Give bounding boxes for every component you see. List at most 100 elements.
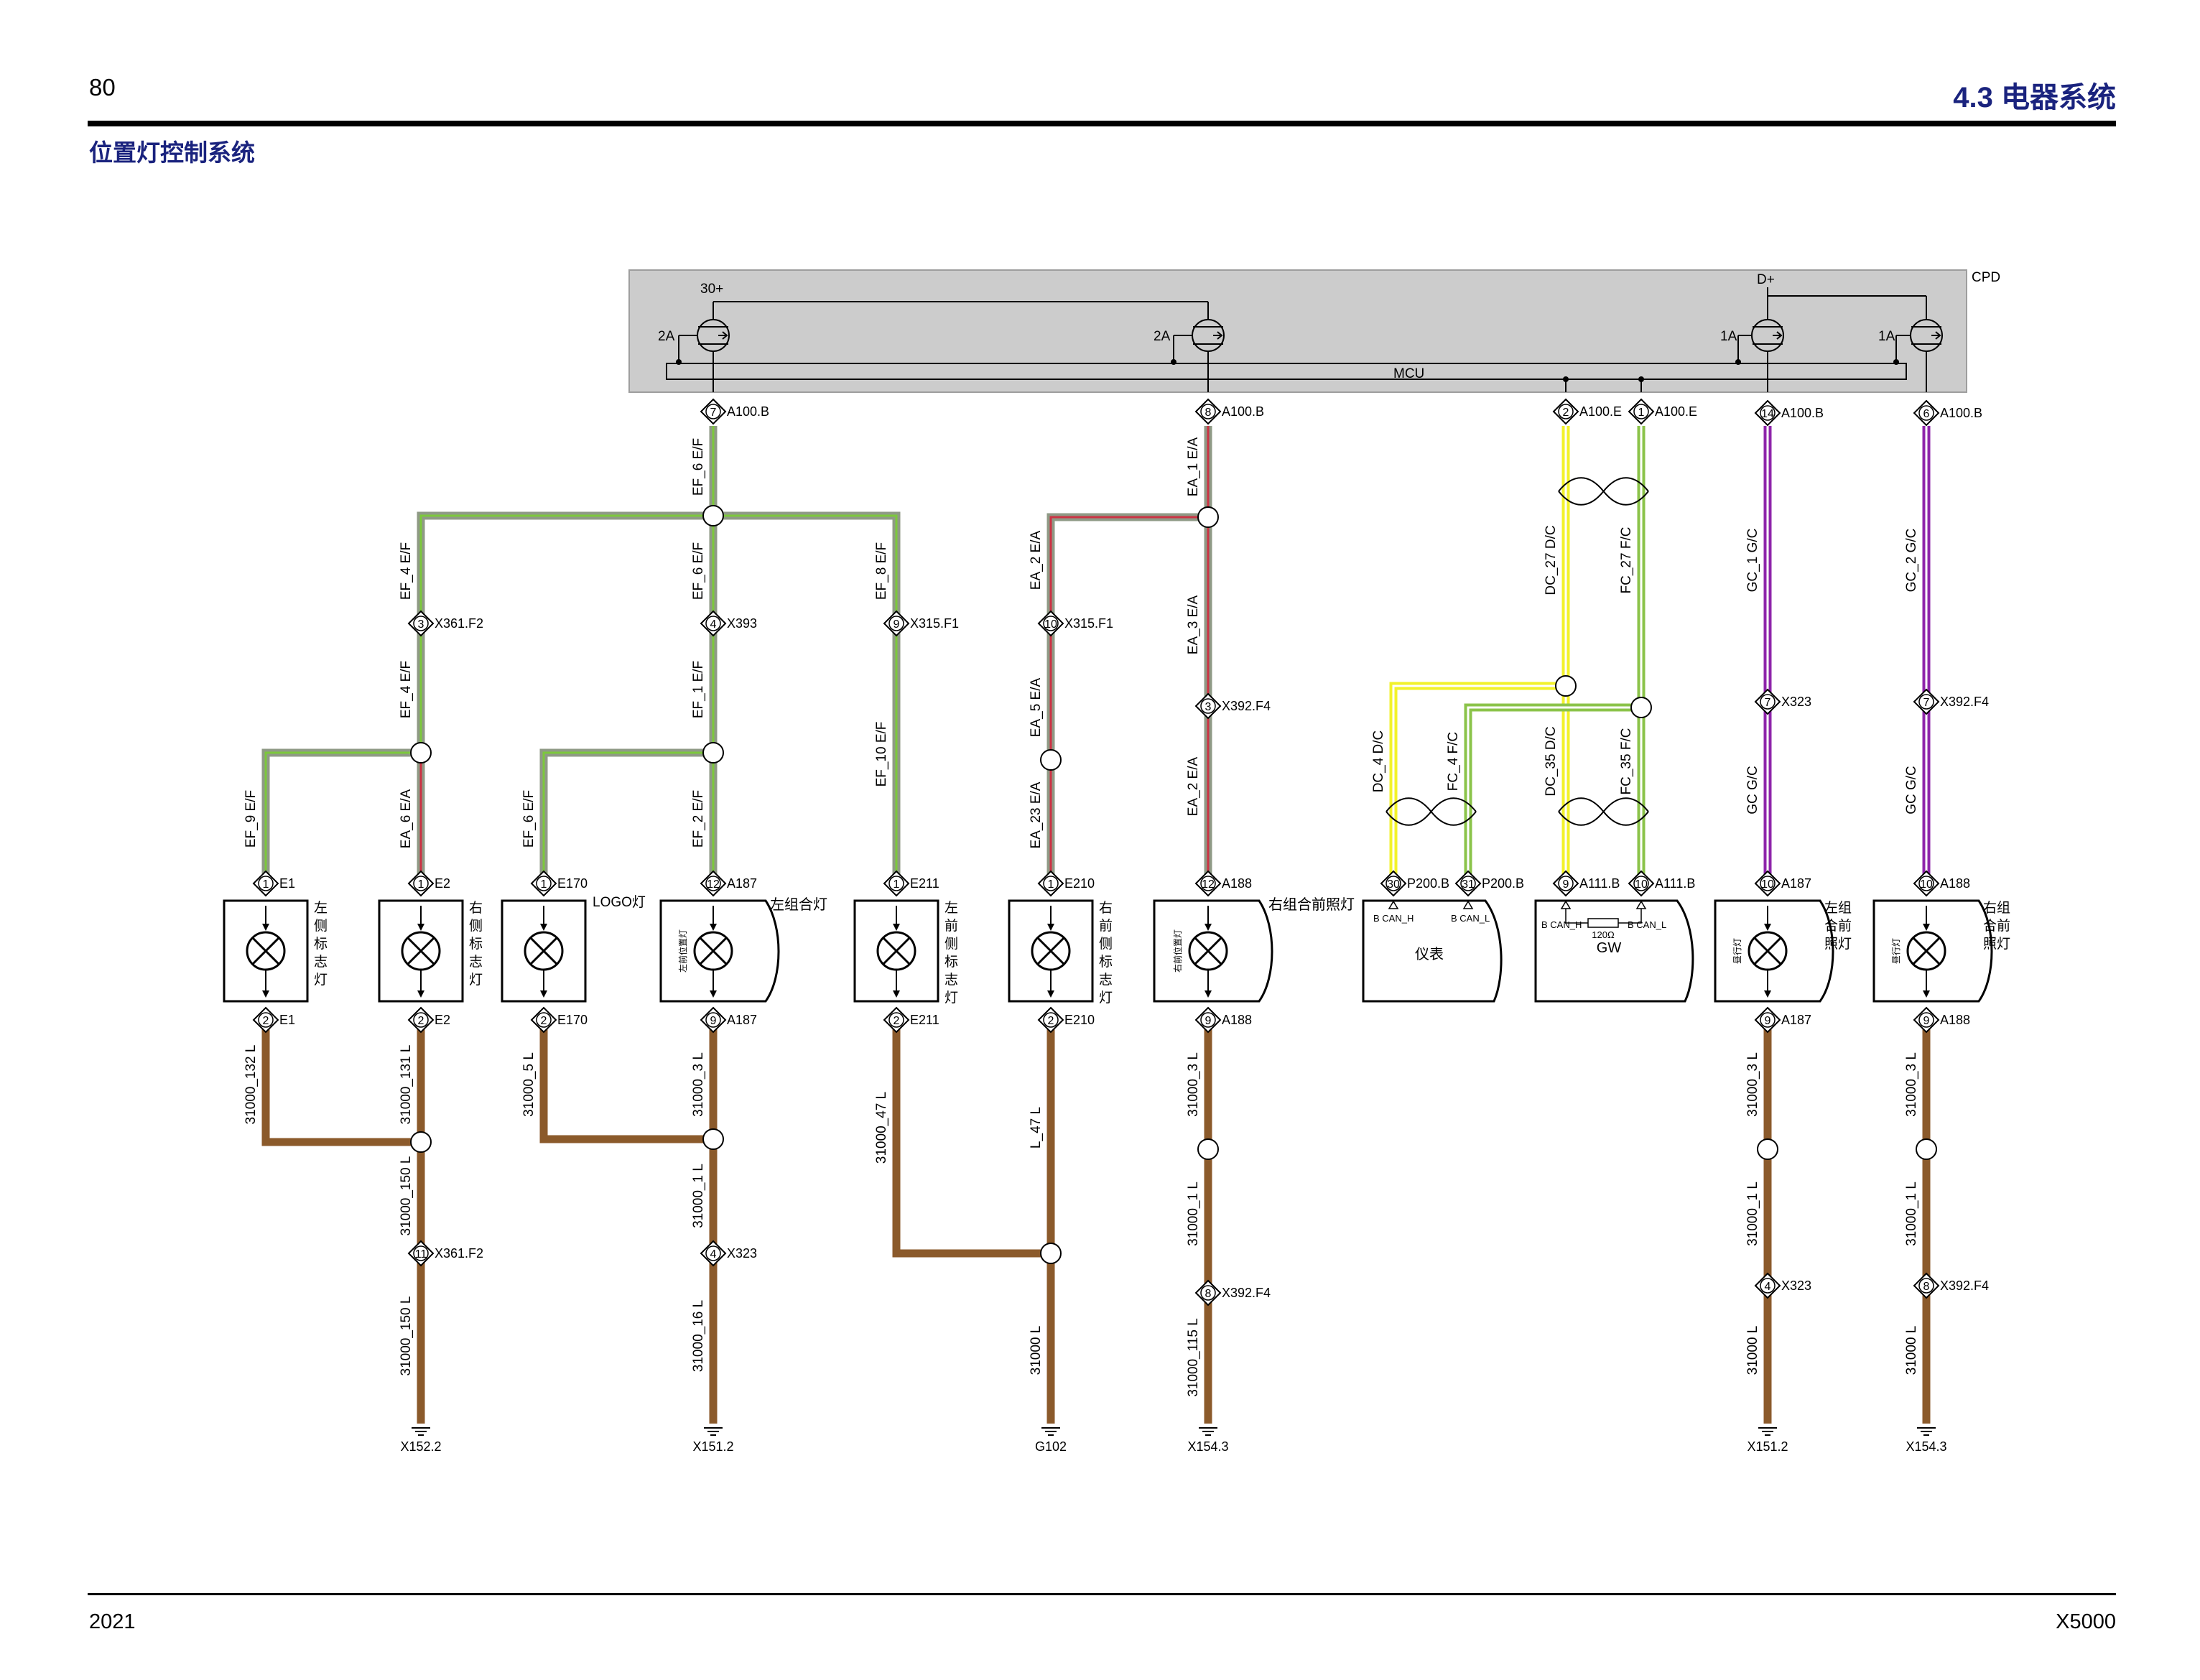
connector-id: X392.F4 — [1222, 699, 1271, 713]
can-bottom-twisted-pair — [1558, 797, 1649, 826]
wire-label-fc35: FC_35 F/C — [1619, 728, 1634, 795]
component-label: 右组合前照灯 — [1983, 900, 2010, 952]
connector-id: P200.B — [1407, 876, 1449, 891]
cluster-label: 仪表 — [1415, 946, 1444, 962]
pin-number: 1 — [1048, 878, 1054, 891]
connector-id: A188 — [1940, 1013, 1970, 1027]
wire-label-g150a: 31000_150 L — [399, 1156, 414, 1236]
supply-d-label: D+ — [1757, 272, 1775, 287]
connector-id: A100.B — [1222, 404, 1264, 419]
wire-label-fc4: FC_4 F/C — [1446, 732, 1461, 791]
left-combo-headlamp: 昼行灯 左组合前照灯 — [1714, 899, 1852, 1003]
connector-id: E210 — [1064, 1013, 1095, 1027]
ground-label: X151.2 — [1747, 1439, 1788, 1454]
pin-number: 2 — [1048, 1015, 1054, 1027]
wire-label-dc27: DC_27 D/C — [1544, 525, 1559, 595]
component-label: 左组合灯 — [770, 896, 827, 913]
connector-id: A188 — [1222, 876, 1252, 891]
pin-number: 2 — [263, 1015, 269, 1027]
connector-id: A111.B — [1655, 876, 1695, 891]
wire-label-ef1: EF_1 E/F — [691, 661, 706, 718]
footer-rule — [88, 1593, 2116, 1595]
pin-number: 3 — [1205, 701, 1212, 713]
wire-label-fc27: FC_27 F/C — [1619, 527, 1634, 594]
cpd-label: CPD — [1972, 270, 2000, 285]
wire-layer — [261, 426, 1931, 1424]
pin-number: 1 — [541, 878, 547, 891]
switch-rating-1: 2A — [658, 329, 675, 344]
g-e210-splice — [1040, 1243, 1062, 1264]
ea-left-wire — [1046, 513, 1208, 882]
connector-id: A187 — [1781, 1013, 1811, 1027]
wire-label-ea2a: EA_2 E/A — [1029, 530, 1044, 590]
ground-symbol: X152.2 — [400, 1427, 442, 1454]
inner-lamp-label: 昼行灯 — [1891, 938, 1901, 964]
resistor-label: 120Ω — [1592, 929, 1615, 940]
connector-id: E210 — [1064, 876, 1095, 891]
can-l-label: B CAN_L — [1628, 919, 1666, 930]
dc-splice — [1555, 675, 1577, 697]
g-e211-wire — [892, 1020, 1051, 1258]
pin-number: 3 — [418, 618, 424, 631]
pin-number: 8 — [1205, 407, 1212, 419]
p-a100-8-connector-pin: 8 A100.B — [1194, 398, 1264, 425]
wire-label-ef4b: EF_4 E/F — [399, 661, 414, 718]
fc4-tracer — [1467, 706, 1641, 882]
p-x361-3-connector-pin: 3 X361.F2 — [407, 610, 483, 637]
wire-label-ea23: EA_23 E/A — [1029, 781, 1044, 848]
ground-label: G102 — [1035, 1439, 1067, 1454]
supply-30-label: 30+ — [700, 282, 723, 297]
connector-id: X361.F2 — [435, 616, 483, 631]
pin-number: 2 — [894, 1015, 900, 1027]
right-combo-headlamp-2: 昼行灯 右组合前照灯 — [1872, 899, 2010, 1003]
wire-label-gc_b: GC G/C — [1904, 766, 1919, 815]
wire-label-g3c: 31000_3 L — [1745, 1052, 1760, 1117]
g-logo-wire — [539, 1020, 713, 1143]
connector-id: A188 — [1940, 876, 1970, 891]
wire-label-g3a: 31000_3 L — [691, 1052, 706, 1117]
can-h-label: B CAN_H — [1373, 913, 1414, 924]
inner-lamp-label: 昼行灯 — [1732, 938, 1742, 964]
logo-lamp: LOGO灯 — [501, 894, 646, 1003]
footer-model: X5000 — [2056, 1610, 2116, 1633]
ef-logo-wire — [539, 748, 713, 882]
ground-symbol: G102 — [1035, 1427, 1067, 1454]
connector-id: X392.F4 — [1940, 1278, 1989, 1293]
wire-label-g3b: 31000_3 L — [1186, 1052, 1201, 1117]
pin-number: 10 — [1635, 878, 1648, 891]
wire-label-g1d: 31000_1 L — [1904, 1182, 1919, 1246]
switch-mosfet-4: 1A — [1878, 319, 1943, 365]
left-side-marker-lamp: 左侧标志灯 — [223, 899, 328, 1003]
component-label: 右组合前照灯 — [1268, 896, 1355, 913]
wire-label-g150b: 31000_150 L — [399, 1296, 414, 1376]
pin-number: 6 — [1923, 408, 1930, 420]
ef-bus-tracer — [419, 514, 898, 882]
component-label: 左组合前照灯 — [1824, 900, 1852, 952]
connector-id: E1 — [279, 876, 295, 891]
wire-label-g131: 31000_131 L — [399, 1045, 414, 1125]
wire-label-g1c: 31000_1 L — [1745, 1182, 1760, 1246]
pin-number: 11 — [415, 1248, 427, 1261]
wire-label-g115: 31000_115 L — [1186, 1318, 1201, 1397]
p-x392-3-connector-pin: 3 X392.F4 — [1194, 692, 1271, 720]
component-label: 左前侧标志灯 — [944, 900, 958, 1006]
component-label: 左侧标志灯 — [314, 900, 328, 988]
pin-number: 9 — [1563, 878, 1569, 891]
connector-id: X323 — [1781, 695, 1811, 709]
footer-year: 2021 — [89, 1610, 136, 1633]
ef-mid-splice — [702, 742, 724, 764]
right-side-marker-lamp: 右侧标志灯 — [378, 899, 483, 1003]
